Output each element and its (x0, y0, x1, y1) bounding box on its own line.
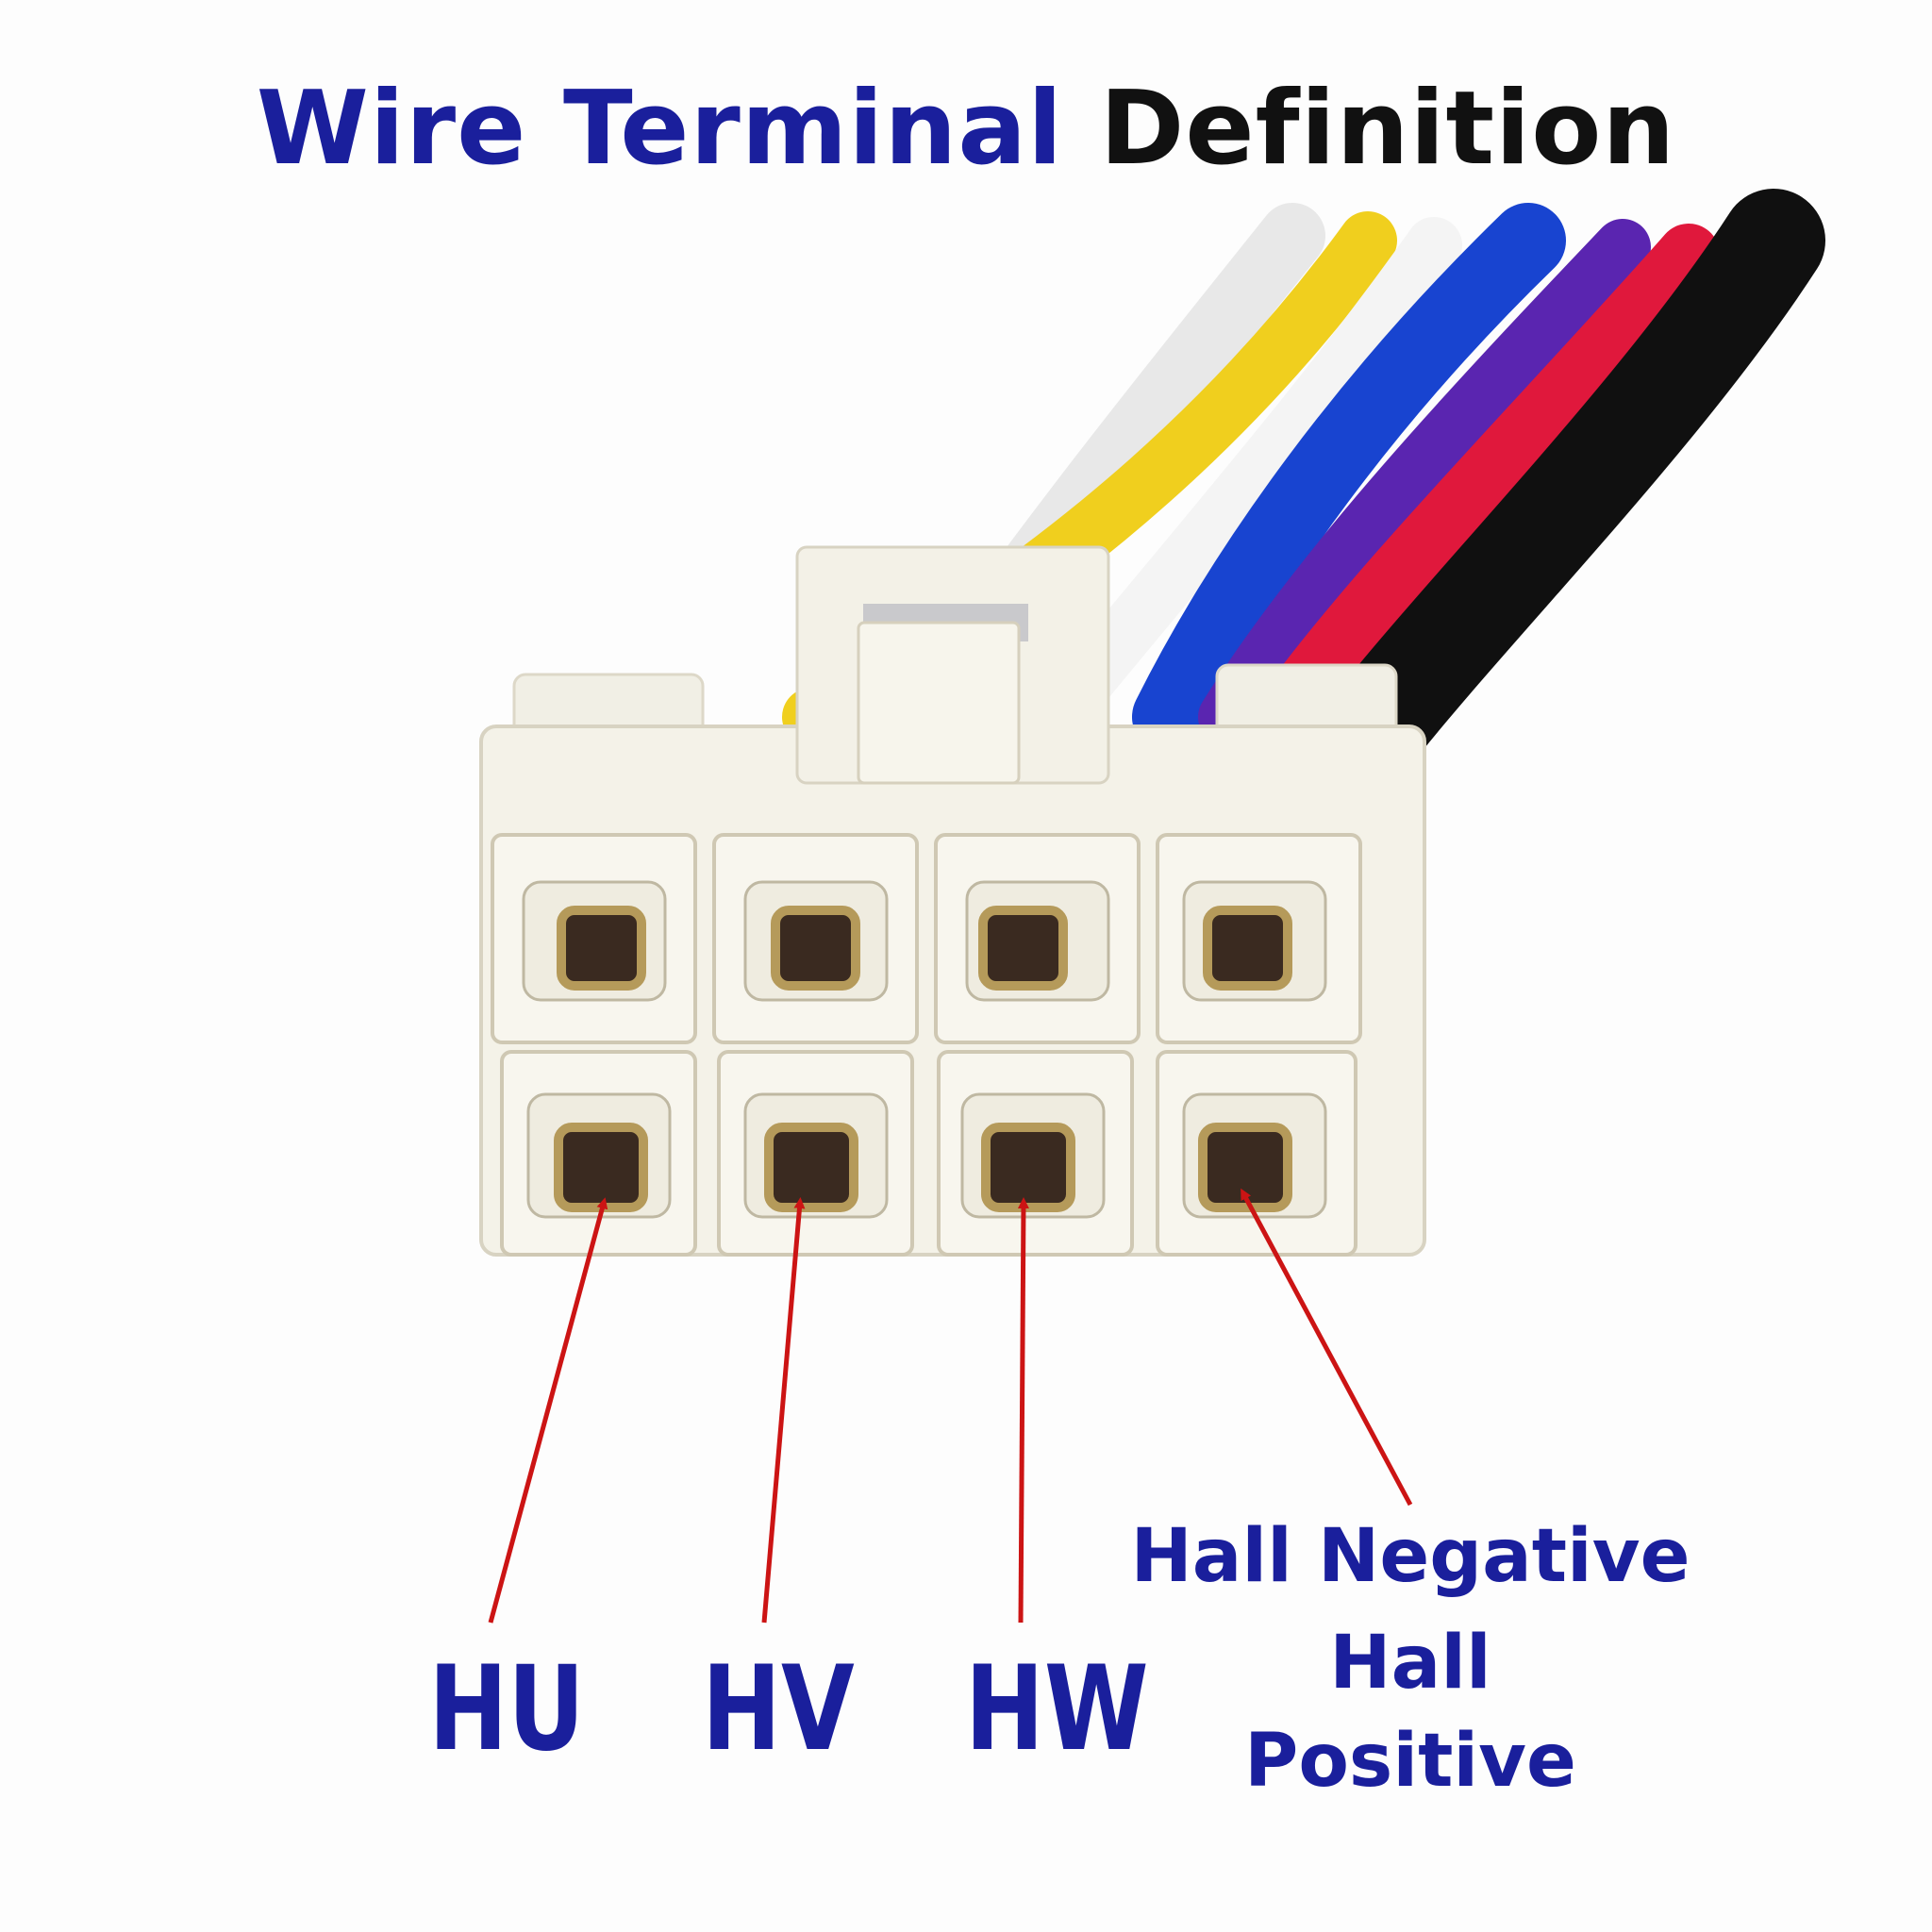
arrow-hu (488, 1197, 608, 1624)
label-hall-positive: Positive (1244, 1719, 1576, 1804)
terminal-pin (1198, 1123, 1292, 1212)
terminal-pin (981, 1123, 1075, 1212)
label-hw: HW (964, 1641, 1149, 1777)
title-part-black: Definition (1099, 70, 1676, 188)
terminal-pin (771, 906, 860, 991)
arrow-hall (1241, 1188, 1413, 1507)
label-hall: Hall (1329, 1621, 1491, 1706)
label-hu: HU (428, 1641, 585, 1777)
wire-black (1316, 189, 1825, 788)
terminal-cavity (491, 833, 697, 1044)
terminal-pin (557, 906, 646, 991)
arrow-hv (761, 1197, 806, 1624)
terminal-cavity (934, 833, 1141, 1044)
callout-arrows (488, 1188, 1413, 1624)
wire-bundle (782, 189, 1825, 788)
terminal-row-top (491, 833, 1362, 1044)
label-hv: HV (701, 1641, 855, 1777)
wire-red (1252, 224, 1720, 748)
wire-purple (1198, 219, 1651, 745)
wire-blue (1132, 203, 1566, 755)
terminal-row-bottom (500, 1050, 1357, 1257)
title-part-blue: Wire Terminal (256, 70, 1064, 188)
terminal-cavity (500, 1050, 697, 1257)
latch-tab (857, 621, 1021, 785)
terminal-cavity (1156, 833, 1362, 1044)
terminal-cavity (1156, 1050, 1357, 1257)
terminal-pin (764, 1123, 858, 1212)
page-title: Wire Terminal Definition (0, 73, 1932, 186)
terminal-cavity (712, 833, 919, 1044)
terminal-cavity (937, 1050, 1134, 1257)
terminal-pin (554, 1123, 648, 1212)
label-hall-negative: Hall Negative (1130, 1514, 1690, 1599)
terminal-pin (978, 906, 1068, 991)
terminal-cavity (717, 1050, 914, 1257)
terminal-pin (1203, 906, 1292, 991)
arrow-hw (1017, 1197, 1029, 1624)
